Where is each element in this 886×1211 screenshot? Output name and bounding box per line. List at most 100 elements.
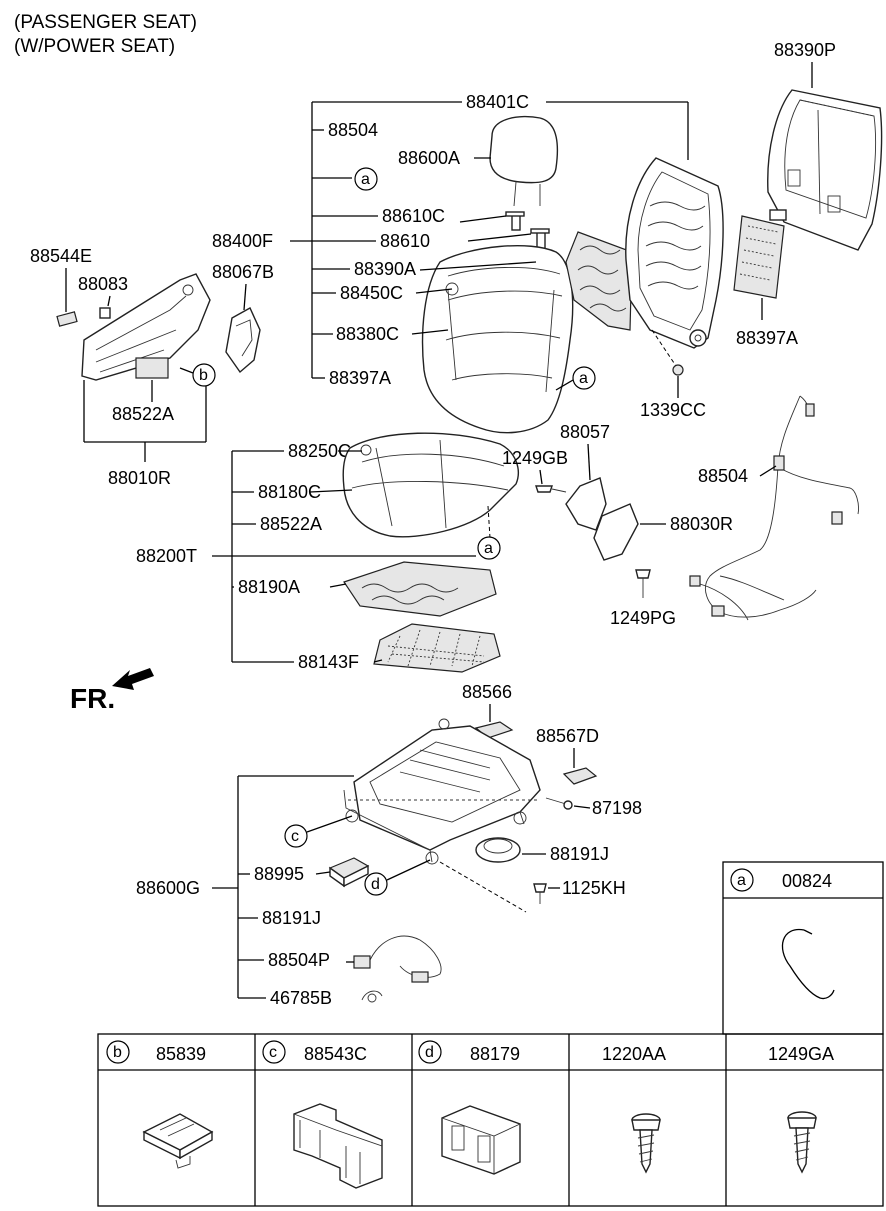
callout-b-1-letter: b: [199, 367, 208, 384]
label-88390a: 88390A: [354, 259, 416, 279]
label-88995: 88995: [254, 864, 304, 884]
label-46785b: 46785B: [270, 988, 332, 1008]
label-88143f: 88143F: [298, 652, 359, 672]
screw-1220aa-drawing: [631, 1113, 661, 1174]
bracket-88200t: [212, 450, 476, 663]
label-88397a-left: 88397A: [329, 368, 391, 388]
label-88610: 88610: [380, 231, 430, 251]
callout-c: [284, 824, 308, 848]
callout-a-1: [354, 167, 378, 191]
cushion-mat-88143f: [373, 623, 501, 673]
switch-knob-88544e: [56, 311, 78, 327]
legend-a-letter: a: [737, 872, 746, 889]
label-88522a-left: 88522A: [112, 404, 174, 424]
callout-a-1-letter: a: [361, 171, 370, 188]
legend-a-box: [722, 861, 884, 1035]
screw-1249gb: [535, 469, 567, 493]
seat-cushion-88180c: [309, 432, 519, 539]
label-88390p: 88390P: [774, 40, 836, 60]
cover-88567d: [562, 767, 598, 785]
legend-b-letter: b: [113, 1044, 122, 1061]
back-frame-88401c: [625, 157, 724, 376]
callout-b-1: [192, 363, 216, 387]
label-88504p: 88504P: [268, 950, 330, 970]
legend-b-part: 85839: [156, 1044, 206, 1064]
module-88995: [315, 857, 370, 888]
label-88380c: 88380C: [336, 324, 399, 344]
cushion-heater-88190a: [329, 561, 497, 617]
headrest-88600a: [459, 115, 559, 251]
cover-88067b: [225, 283, 261, 374]
label-88180c: 88180C: [258, 482, 321, 502]
label-88030r: 88030R: [670, 514, 733, 534]
legend-f-part: 1249GA: [768, 1044, 834, 1064]
label-88397a-right: 88397A: [736, 328, 798, 348]
label-87198: 87198: [592, 798, 642, 818]
bolt-1125kh: [533, 883, 560, 904]
clip-88179-drawing: [441, 1105, 521, 1175]
cover-88522a-left: [135, 357, 169, 379]
label-88450c: 88450C: [340, 283, 403, 303]
back-board-88390p: [767, 89, 883, 251]
label-1339cc: 1339CC: [640, 400, 706, 420]
header-line-1: (PASSENGER SEAT): [14, 12, 197, 33]
bracket-88600g: [212, 775, 354, 999]
legend-d-letter: d: [425, 1044, 434, 1061]
label-1249pg: 1249PG: [610, 608, 676, 628]
back-heater-88390a: [565, 231, 633, 331]
bracket-88401c: [290, 101, 689, 379]
legend-c-letter: c: [269, 1044, 277, 1061]
label-88191j-right: 88191J: [550, 844, 609, 864]
label-88190a: 88190A: [238, 577, 300, 597]
label-88010r: 88010R: [108, 468, 171, 488]
label-88191j-left: 88191J: [262, 908, 321, 928]
clip-85839-drawing: [142, 1113, 214, 1169]
screw-1249pg: [635, 569, 651, 598]
label-88566: 88566: [462, 682, 512, 702]
harness-88504p: [346, 935, 442, 983]
label-88250c: 88250C: [288, 441, 351, 461]
label-88504-top: 88504: [328, 120, 378, 140]
label-88610c: 88610C: [382, 206, 445, 226]
label-1249gb: 1249GB: [502, 448, 568, 468]
callout-a-3-letter: a: [484, 540, 493, 557]
label-88057: 88057: [560, 422, 610, 442]
legend-e-part: 1220AA: [602, 1044, 666, 1064]
callout-a-2: [572, 366, 596, 390]
label-88083: 88083: [78, 274, 128, 294]
bolt-87198: [545, 797, 591, 810]
label-88067b: 88067B: [212, 262, 274, 282]
label-88567d: 88567D: [536, 726, 599, 746]
knob-88083: [99, 307, 111, 319]
label-88200t: 88200T: [136, 546, 197, 566]
back-cushion-88380c: [411, 245, 574, 434]
lumbar-88397a: [733, 209, 787, 299]
clip-46785b: [361, 990, 383, 1003]
callout-c-letter: c: [291, 828, 299, 845]
cover-88030r: [593, 503, 666, 561]
legend-d-part: 88179: [470, 1044, 520, 1064]
header-line-2: (W/POWER SEAT): [14, 36, 175, 57]
label-88600a: 88600A: [398, 148, 460, 168]
label-88522a-mid: 88522A: [260, 514, 322, 534]
label-88400f: 88400F: [212, 231, 273, 251]
bracket-88010r: [83, 380, 207, 462]
callout-a-2-letter: a: [579, 370, 588, 387]
legend-c-part: 88543C: [304, 1044, 367, 1064]
label-88401c: 88401C: [466, 92, 529, 112]
side-shield-88010r: [81, 273, 211, 381]
label-88504-right: 88504: [698, 466, 748, 486]
legend-a-part: 00824: [782, 871, 832, 891]
label-1125kh: 1125KH: [562, 878, 626, 898]
label-88600g: 88600G: [136, 878, 200, 898]
motor-88191j: [475, 837, 546, 863]
front-arrow-icon: [112, 668, 154, 690]
legend-table: [97, 1033, 884, 1207]
front-indicator: FR.: [70, 683, 115, 714]
label-88544e: 88544E: [30, 246, 92, 266]
seat-track-88600g: [343, 718, 541, 865]
screw-1249ga-drawing: [787, 1111, 817, 1174]
cover-88057: [565, 443, 607, 531]
callout-d: [364, 872, 388, 896]
